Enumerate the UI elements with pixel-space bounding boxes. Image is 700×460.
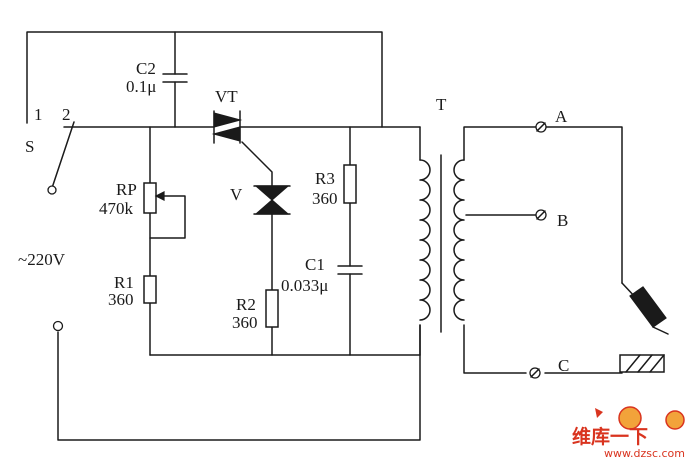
label-c2-name: C2 (136, 59, 156, 78)
resistor-r1 (143, 275, 157, 304)
label-terminal-c: C (558, 356, 569, 375)
switch-contact-terminal (47, 185, 57, 195)
wire-rp-wiper (149, 195, 186, 239)
label-triac: VT (215, 87, 238, 106)
label-terminal-b: B (557, 211, 568, 230)
label-r2-value: 360 (232, 313, 258, 332)
label-rp-value: 470k (99, 199, 134, 218)
resistor-r2 (265, 289, 279, 328)
capacitor-c2 (162, 73, 188, 83)
label-diac: V (230, 185, 243, 204)
label-r2-name: R2 (236, 295, 256, 314)
resistor-r3 (343, 164, 357, 204)
wire-from-primary (57, 324, 421, 441)
label-r1-value: 360 (108, 290, 134, 309)
wire-sec-a-right (545, 126, 623, 284)
label-supply: ~220V (18, 250, 66, 269)
watermark-logo (595, 406, 685, 430)
wire-gate (241, 141, 273, 187)
wire-sec-top (463, 126, 537, 161)
terminal-a (535, 121, 547, 133)
label-c1-name: C1 (305, 255, 325, 274)
watermark-url: www.dzsc.com (604, 447, 685, 460)
workpiece (619, 354, 665, 373)
label-c1-value: 0.033μ (281, 276, 328, 295)
watermark-text: 维库一下 (572, 425, 648, 448)
label-transformer: T (436, 95, 447, 114)
potentiometer-rp (143, 182, 165, 214)
wire-c2-loop (26, 31, 383, 128)
terminal-c (529, 367, 541, 379)
label-r1-name: R1 (114, 273, 134, 292)
transformer (419, 154, 465, 333)
wire-sec-bottom (463, 324, 527, 374)
electrode-holder (621, 282, 669, 335)
label-switch-pos2: 2 (62, 105, 71, 124)
primary-winding (419, 159, 431, 321)
label-switch-pos1: 1 (34, 105, 43, 124)
secondary-winding (453, 159, 465, 321)
supply-terminal (52, 320, 64, 332)
capacitor-c1 (337, 265, 363, 275)
diac-v (253, 185, 291, 215)
label-r3-name: R3 (315, 169, 335, 188)
label-switch: S (25, 137, 34, 156)
label-terminal-a: A (555, 107, 568, 126)
label-rp-name: RP (116, 180, 137, 199)
triac-vt (211, 110, 243, 144)
label-c2-value: 0.1μ (126, 77, 156, 96)
terminal-b (535, 209, 547, 221)
switch-lever (51, 121, 75, 189)
wires (26, 31, 623, 441)
label-r3-value: 360 (312, 189, 338, 208)
